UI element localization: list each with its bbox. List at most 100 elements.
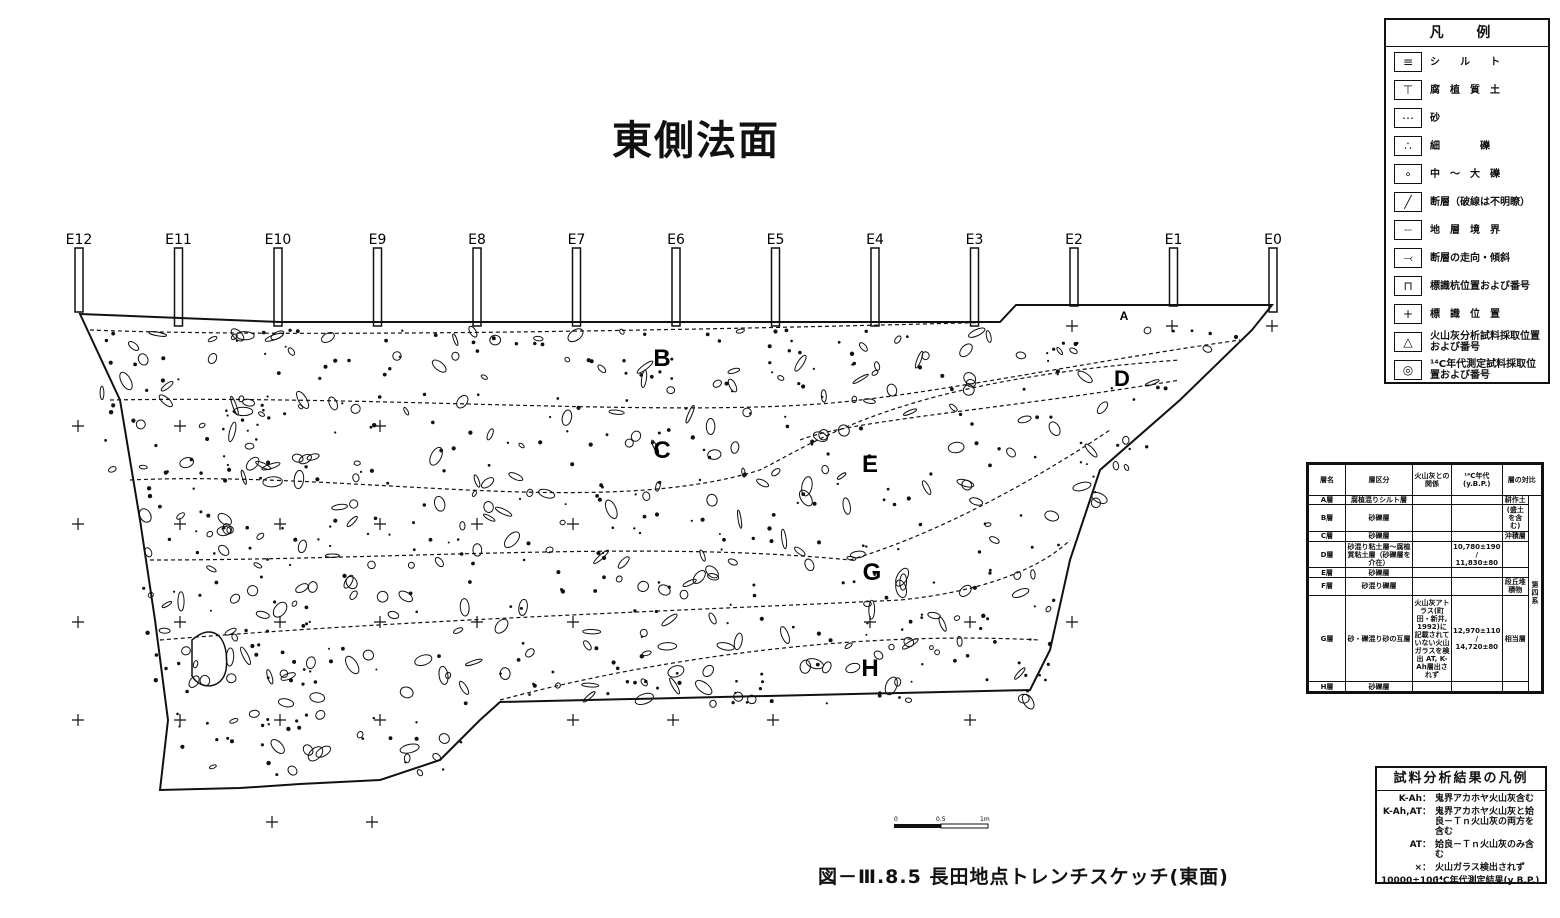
- gravel-clast: [206, 565, 217, 573]
- fine-gravel-dot: [1033, 455, 1037, 459]
- gravel-clast: [1202, 345, 1213, 353]
- gravel-clast: [272, 601, 288, 618]
- gravel-clast: [747, 694, 757, 705]
- gravel-clast: [362, 649, 375, 661]
- fine-gravel-dot: [670, 357, 674, 361]
- fine-gravel-dot: [657, 431, 661, 435]
- fine-gravel-dot: [227, 467, 232, 472]
- fine-gravel-dot: [329, 544, 332, 548]
- gravel-clast: [297, 539, 308, 554]
- table-cell: [1501, 567, 1529, 578]
- gravel-clast: [1072, 481, 1092, 492]
- fine-gravel-dot: [767, 526, 772, 531]
- fine-gravel-dot: [302, 668, 306, 671]
- gravel-clast: [730, 441, 740, 454]
- gravel-clast: [959, 343, 973, 358]
- gravel-clast: [144, 547, 153, 558]
- marker-cross: [174, 518, 186, 530]
- fine-gravel-dot: [906, 496, 911, 501]
- gravel-clast: [376, 590, 389, 603]
- gravel-clast: [483, 501, 494, 513]
- gravel-clast: [836, 472, 847, 480]
- fine-gravel-dot: [1092, 475, 1095, 478]
- fine-gravel-dot: [1046, 662, 1050, 667]
- layer-label: C: [653, 437, 670, 464]
- table-cell: 腐植混りシルト層: [1345, 494, 1413, 506]
- table-cell: F層: [1308, 576, 1346, 597]
- fine-gravel-dot: [658, 370, 662, 374]
- table-cell: 砂礫層: [1345, 504, 1413, 533]
- fine-gravel-dot: [372, 423, 377, 428]
- fine-gravel-dot: [1116, 443, 1120, 447]
- figure-caption: 図－Ⅲ.8.5 長田地点トレンチスケッチ(東面): [818, 866, 1229, 888]
- sand-icon: ⋯: [1394, 108, 1422, 128]
- fine-gravel-dot: [767, 344, 772, 349]
- stake-label: E10: [265, 232, 292, 248]
- table-cell: [1412, 494, 1452, 506]
- stake-post: [273, 247, 283, 327]
- gravel-clast: [399, 743, 420, 754]
- fine-gravel-dot: [654, 512, 660, 517]
- gravel-clast: [581, 682, 600, 688]
- results-text: 鬼界アカホヤ火山灰と姶良－Ｔｎ火山灰の両方を含む: [1435, 807, 1535, 837]
- marker-cross: [567, 714, 579, 726]
- marker-cross-icon: +: [1394, 304, 1422, 324]
- fine-gravel-dot: [986, 617, 990, 621]
- fine-gravel-dot: [970, 422, 974, 426]
- gravel-clast: [604, 499, 618, 520]
- results-key: AT：: [1409, 840, 1431, 850]
- fine-gravel-dot: [657, 581, 661, 584]
- fine-gravel-dot: [398, 355, 402, 359]
- gravel-clast: [608, 409, 625, 415]
- table-cell: [1501, 681, 1529, 692]
- gravel-clast: [780, 528, 788, 550]
- gravel-clast: [969, 497, 984, 506]
- marker-cross: [964, 616, 976, 628]
- gravel-clast: [518, 442, 525, 449]
- fine-gravel-dot: [1190, 329, 1194, 333]
- layer-boundary-line: [89, 321, 1001, 334]
- gravel-clast: [230, 395, 239, 416]
- fine-gravel-dot: [1094, 491, 1097, 494]
- fine-gravel-dot: [734, 691, 737, 695]
- fine-gravel-dot: [209, 609, 212, 612]
- fine-gravel-dot: [797, 382, 801, 386]
- fine-gravel-dot: [1057, 543, 1060, 547]
- fine-gravel-dot: [988, 571, 992, 575]
- fine-gravel-dot: [375, 668, 378, 671]
- table-cell: B層: [1308, 504, 1346, 533]
- fine-gravel-dot: [768, 361, 772, 365]
- fine-gravel-dot: [810, 443, 814, 446]
- fine-gravel-dot: [225, 409, 228, 413]
- fine-gravel-dot: [198, 593, 202, 597]
- fine-gravel-dot: [206, 513, 211, 518]
- stake-label: E7: [568, 232, 586, 248]
- gravel-clast: [438, 733, 450, 744]
- fine-gravel-dot: [260, 723, 265, 728]
- fine-gravel-dot: [905, 335, 909, 338]
- table-cell: 砂礫層: [1345, 567, 1413, 578]
- table-cell: [1412, 540, 1452, 569]
- page-title: 東側法面: [612, 118, 780, 164]
- gravel-clast: [291, 453, 304, 463]
- gravel-clast: [207, 335, 218, 343]
- fine-gravel-dot: [965, 654, 970, 658]
- fine-gravel-dot: [1052, 598, 1056, 602]
- fine-gravel-dot: [280, 650, 285, 655]
- fine-gravel-dot: [1046, 352, 1049, 355]
- fine-gravel-dot: [717, 339, 722, 343]
- table-row: G層砂・礫混り砂の互層火山灰アトラス(町田・新井, 1992)に記載されていない…: [1308, 595, 1542, 683]
- gravel-clast: [127, 341, 140, 351]
- layer-boundary-line: [159, 539, 1071, 641]
- fine-gravel-dot: [751, 536, 755, 541]
- triangle-icon: △: [1394, 332, 1422, 352]
- fine-gravel-dot: [886, 487, 890, 491]
- fine-gravel-dot: [388, 367, 392, 371]
- fine-gravel-dot: [266, 395, 269, 398]
- marker-cross: [667, 714, 679, 726]
- fine-gravel-dot: [643, 332, 647, 336]
- legend-item: ⊓標識杭位置および番号: [1394, 274, 1544, 298]
